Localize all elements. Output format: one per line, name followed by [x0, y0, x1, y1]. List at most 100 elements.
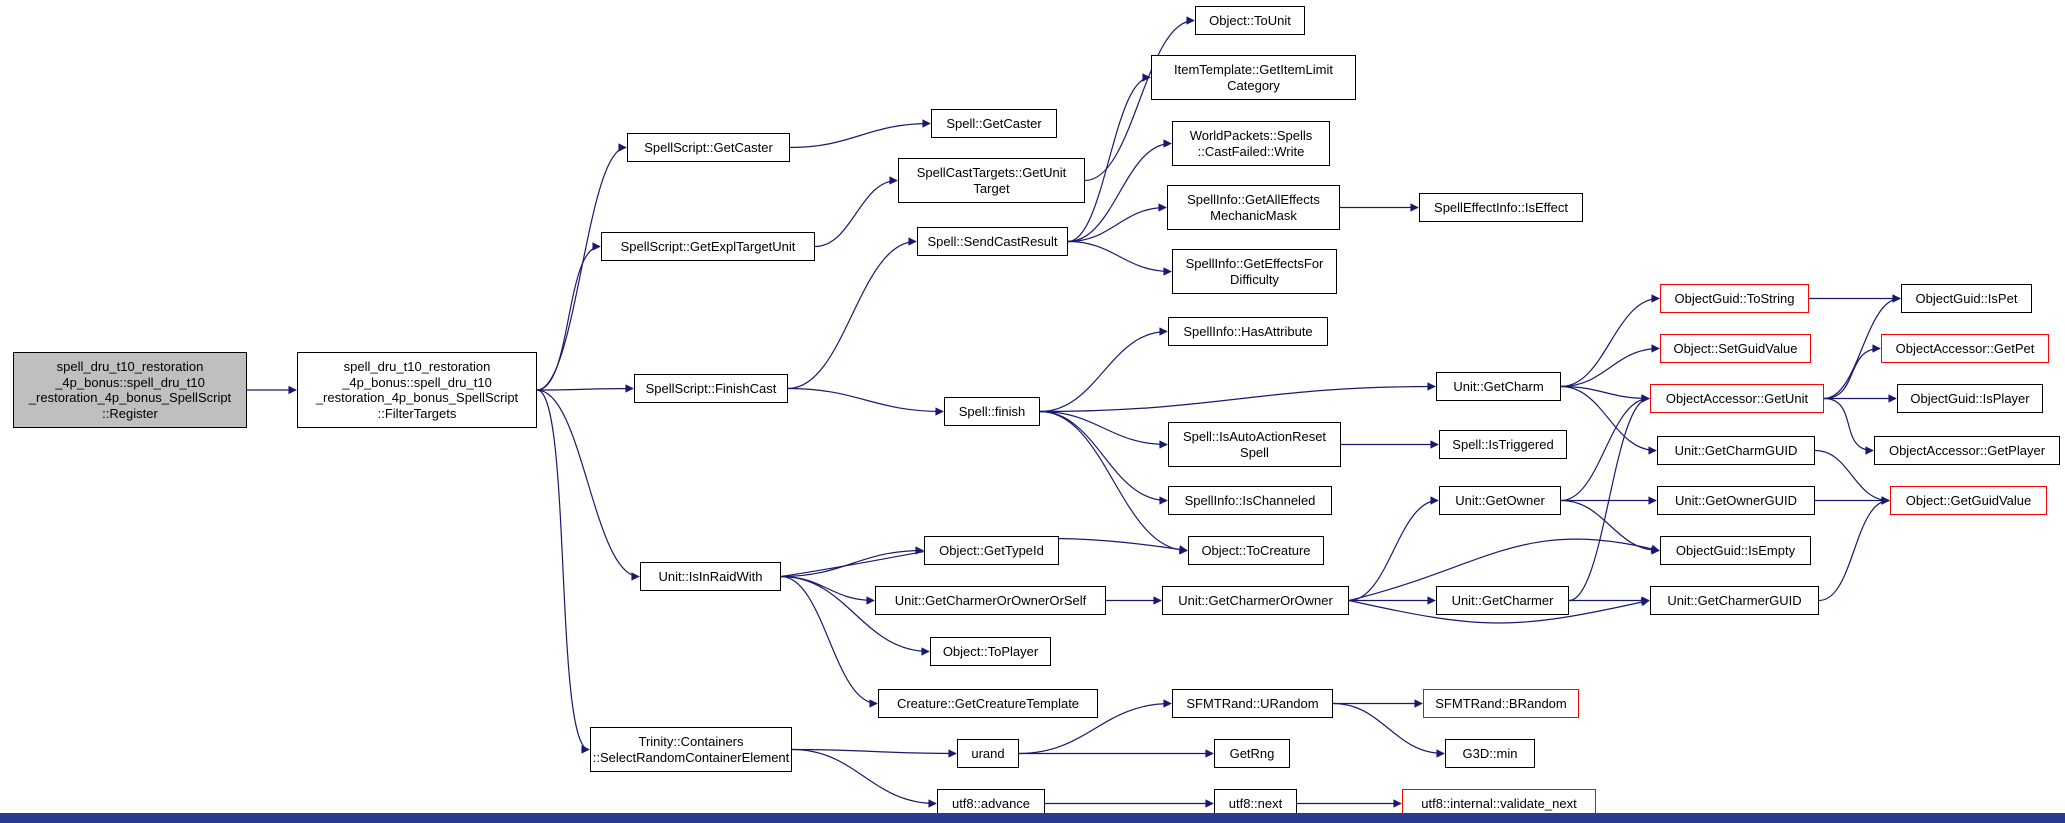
graph-node-label: Unit::GetCharmGUID [1674, 442, 1798, 458]
edge-finish-to-getcharm [1039, 382, 1436, 413]
graph-node-charmerorownerorself[interactable]: Unit::GetCharmerOrOwnerOrSelf [875, 586, 1106, 615]
graph-node-label: Spell::IsAutoActionReset [1182, 429, 1327, 444]
edge-charmerorowner-to-getowner [1348, 496, 1439, 602]
graph-node-label: urand [971, 745, 1005, 761]
graph-node-label: SpellInfo::IsChanneled [1184, 492, 1316, 508]
graph-node-label: ObjectGuid::IsPet [1915, 290, 2018, 306]
graph-node-getrng[interactable]: GetRng [1214, 739, 1290, 768]
graph-node-getcharmer[interactable]: Unit::GetCharmer [1436, 586, 1569, 615]
graph-node-ss_finishcast[interactable]: SpellScript::FinishCast [634, 374, 788, 403]
edge-isinraidwith-to-gettypeid [780, 546, 924, 578]
edge-ss_finishcast-to-finish [787, 387, 944, 416]
edge-ss_finishcast-to-sendcastresult [787, 237, 917, 390]
graph-node-ss_getcaster[interactable]: SpellScript::GetCaster [627, 133, 790, 162]
graph-node-filter[interactable]: spell_dru_t10_restoration_4p_bonus::spel… [297, 352, 537, 428]
graph-node-label: ::Register [102, 405, 158, 421]
edge-charmerorowner-to-getcharmerguid [1348, 598, 1650, 624]
graph-node-label: spell_dru_t10_restoration [56, 359, 204, 374]
graph-node-hasattribute[interactable]: SpellInfo::HasAttribute [1168, 317, 1328, 346]
graph-node-iseffect[interactable]: SpellEffectInfo::IsEffect [1419, 193, 1583, 222]
graph-node-brandom[interactable]: SFMTRand::BRandom [1423, 689, 1579, 718]
graph-node-label: Unit::IsInRaidWith [658, 568, 763, 584]
graph-node-urandom[interactable]: SFMTRand::URandom [1172, 689, 1333, 718]
graph-node-label: Object::ToPlayer [942, 643, 1039, 659]
graph-node-toplayer[interactable]: Object::ToPlayer [930, 637, 1051, 666]
graph-node-getowner[interactable]: Unit::GetOwner [1439, 486, 1561, 515]
graph-node-gettypeid[interactable]: Object::GetTypeId [924, 536, 1059, 565]
edge-getcharm-to-getcharmguid [1560, 385, 1657, 455]
graph-node-isplayer[interactable]: ObjectGuid::IsPlayer [1897, 384, 2043, 413]
graph-node-label: Unit::GetCharmerGUID [1667, 592, 1802, 608]
graph-node-label: GetRng [1229, 745, 1275, 761]
graph-node-getcharmguid[interactable]: Unit::GetCharmGUID [1657, 436, 1815, 465]
graph-node-getownerguid[interactable]: Unit::GetOwnerGUID [1657, 486, 1815, 515]
graph-node-register[interactable]: spell_dru_t10_restoration_4p_bonus::spel… [13, 352, 247, 428]
graph-node-label: ::SelectRandomContainerElement [592, 749, 790, 765]
graph-node-istriggered[interactable]: Spell::IsTriggered [1439, 430, 1567, 459]
edge-urand-to-urandom [1018, 699, 1172, 755]
graph-node-label: Object::ToCreature [1201, 542, 1311, 558]
graph-node-label: ItemTemplate::GetItemLimit [1174, 62, 1333, 77]
graph-node-ss_getexpl[interactable]: SpellScript::GetExplTargetUnit [601, 232, 815, 261]
graph-node-getplayer[interactable]: ObjectAccessor::GetPlayer [1874, 436, 2060, 465]
graph-node-finish[interactable]: Spell::finish [944, 397, 1040, 426]
graph-node-getcharmerguid[interactable]: Unit::GetCharmerGUID [1650, 586, 1819, 615]
graph-node-isinraidwith[interactable]: Unit::IsInRaidWith [640, 562, 781, 591]
graph-node-getpet[interactable]: ObjectAccessor::GetPet [1881, 334, 2049, 363]
graph-node-selectrandom[interactable]: Trinity::Containers::SelectRandomContain… [590, 727, 792, 772]
edge-sendcastresult-to-geteffectsfordiff [1067, 240, 1172, 276]
graph-node-label: SFMTRand::BRandom [1435, 695, 1567, 711]
graph-node-tounit[interactable]: Object::ToUnit [1195, 6, 1305, 35]
graph-node-label: ObjectGuid::IsEmpty [1675, 542, 1796, 558]
graph-node-urand[interactable]: urand [957, 739, 1019, 768]
graph-node-label: ::FilterTargets [377, 405, 457, 421]
graph-node-label: ObjectAccessor::GetPlayer [1888, 442, 2046, 458]
edge-getowner-to-accessor_getunit [1560, 394, 1650, 502]
graph-node-g3dmin[interactable]: G3D::min [1445, 739, 1535, 768]
graph-node-castfailedwrite[interactable]: WorldPackets::Spells::CastFailed::Write [1172, 121, 1330, 166]
graph-node-guid_tostring[interactable]: ObjectGuid::ToString [1660, 284, 1809, 313]
graph-node-charmerorowner[interactable]: Unit::GetCharmerOrOwner [1162, 586, 1349, 615]
edge-ss_getcaster-to-sp_getcaster [789, 119, 931, 149]
edge-getcharm-to-guid_tostring [1560, 294, 1660, 388]
graph-node-label: Object::ToUnit [1209, 12, 1291, 28]
edge-finish-to-tocreature [1039, 410, 1188, 555]
graph-node-label: ::CastFailed::Write [1197, 143, 1305, 159]
edge-accessor_getunit-to-ispet [1823, 294, 1901, 400]
graph-node-getcharm[interactable]: Unit::GetCharm [1436, 372, 1561, 401]
graph-node-label: Unit::GetCharmer [1451, 592, 1554, 608]
edge-finish-to-isautoaction [1039, 410, 1168, 449]
graph-node-label: Unit::GetCharmerOrOwner [1178, 592, 1333, 608]
graph-node-getcreaturetemplate[interactable]: Creature::GetCreatureTemplate [878, 689, 1098, 718]
graph-node-ischanneled[interactable]: SpellInfo::IsChanneled [1168, 486, 1332, 515]
graph-node-label: MechanicMask [1210, 207, 1297, 223]
edge-getcharmguid-to-getguidvalue [1814, 449, 1890, 505]
graph-node-tocreature[interactable]: Object::ToCreature [1188, 536, 1324, 565]
graph-node-getguidvalue[interactable]: Object::GetGuidValue [1890, 486, 2047, 515]
edge-filter-to-ss_getcaster [536, 143, 627, 391]
graph-node-label: ObjectGuid::IsPlayer [1910, 390, 2030, 406]
graph-node-label: Spell::SendCastResult [927, 233, 1058, 249]
graph-node-sendcastresult[interactable]: Spell::SendCastResult [917, 227, 1068, 256]
graph-node-label: SpellInfo::GetEffectsFor [1185, 256, 1324, 271]
graph-node-sp_getcaster[interactable]: Spell::GetCaster [931, 109, 1057, 138]
graph-node-label: SpellScript::GetCaster [644, 139, 773, 155]
graph-node-accessor_getunit[interactable]: ObjectAccessor::GetUnit [1650, 384, 1824, 413]
graph-node-label: utf8::internal::validate_next [1421, 795, 1577, 811]
graph-node-label: utf8::next [1228, 795, 1283, 811]
graph-node-label: Unit::GetOwner [1455, 492, 1545, 508]
graph-node-label: ObjectAccessor::GetPet [1895, 340, 2035, 356]
graph-node-isempty[interactable]: ObjectGuid::IsEmpty [1660, 536, 1811, 565]
graph-node-label: Category [1227, 77, 1280, 93]
graph-node-label: SpellScript::FinishCast [645, 380, 777, 396]
graph-node-label: _restoration_4p_bonus_SpellScript [315, 390, 519, 405]
graph-node-ispet[interactable]: ObjectGuid::IsPet [1901, 284, 2032, 313]
graph-node-setguidvalue[interactable]: Object::SetGuidValue [1660, 334, 1811, 363]
